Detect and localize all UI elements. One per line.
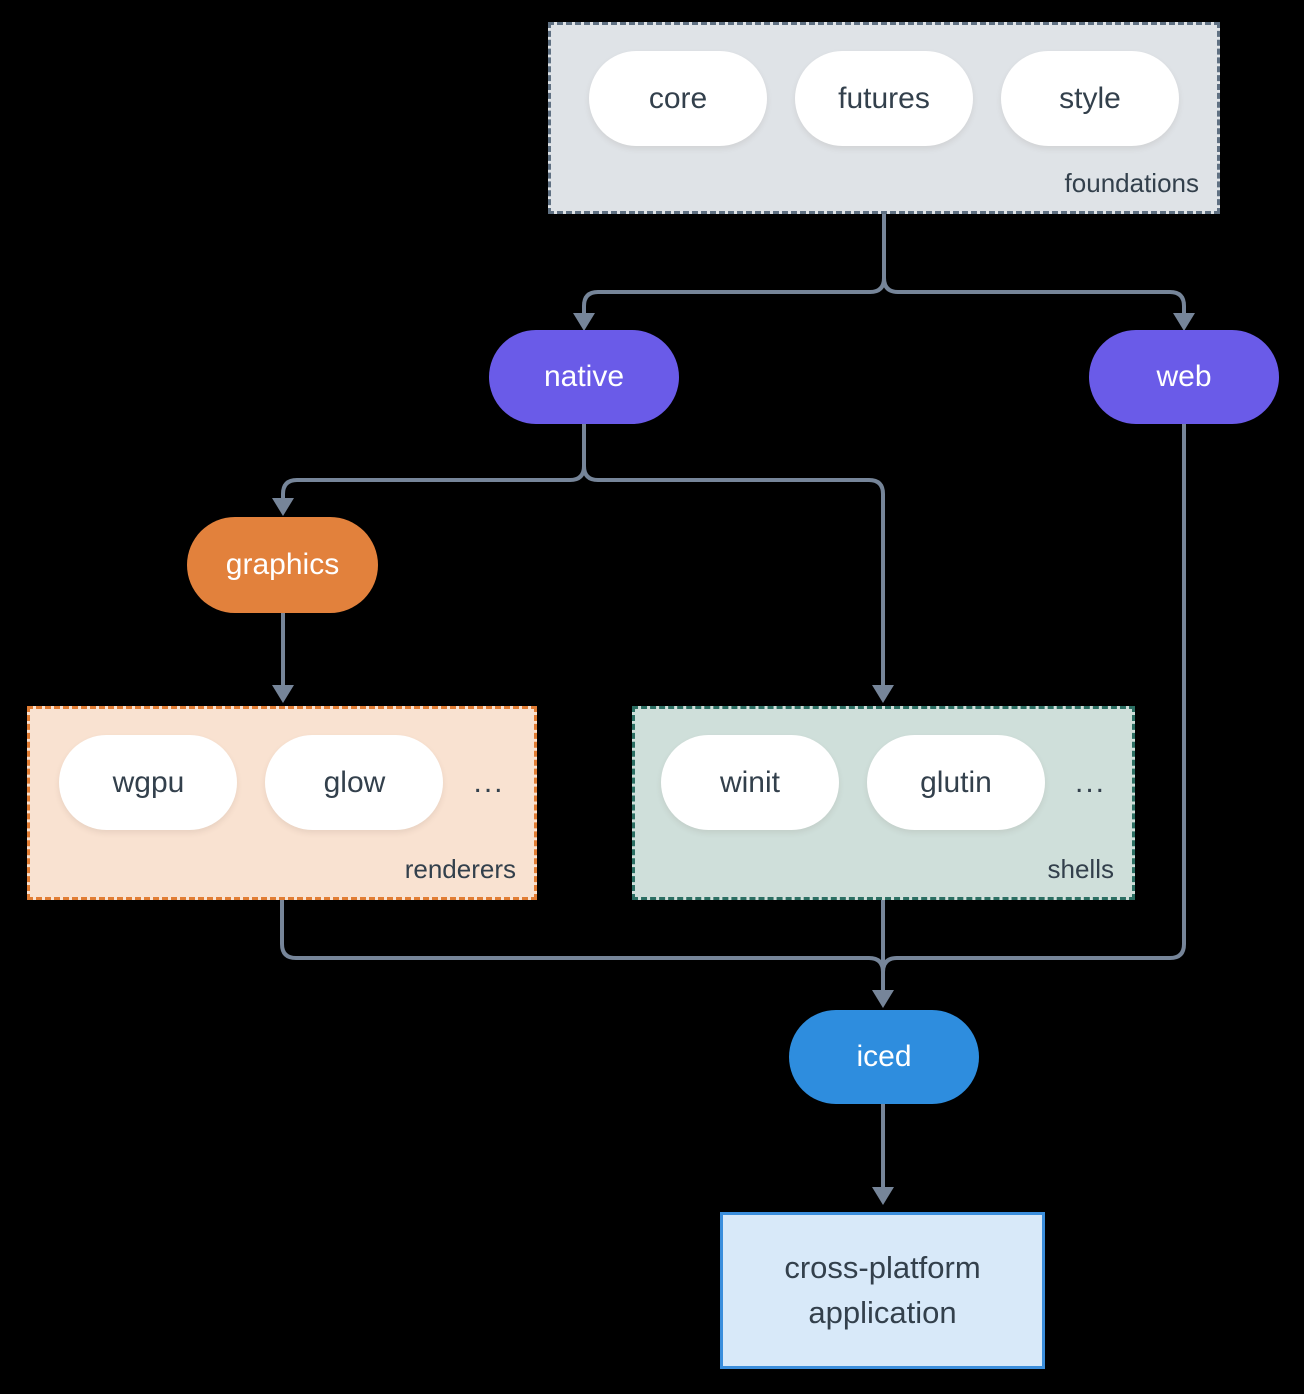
arrowhead-app — [872, 1187, 894, 1205]
arrowhead-renderers — [272, 685, 294, 703]
edge-native-graphics — [281, 424, 586, 500]
edge-foundations-native — [582, 214, 886, 315]
renderers-label: renderers — [404, 854, 516, 884]
edge-renderers-iced — [280, 900, 885, 992]
foundations-label: foundations — [1064, 168, 1199, 198]
edge-foundations-web — [882, 214, 1186, 315]
pill-glow: glow — [265, 735, 444, 830]
arrowhead-native — [573, 313, 595, 331]
node-native: native — [489, 330, 679, 424]
node-web: web — [1089, 330, 1279, 424]
node-graphics: graphics — [187, 517, 378, 613]
shells-ellipsis: ... — [1074, 765, 1106, 799]
cross-platform-application-box: cross-platform application — [720, 1212, 1045, 1369]
pill-wgpu: wgpu — [59, 735, 238, 830]
renderers-pill-row: wgpu glow ... — [30, 735, 534, 830]
shells-pill-row: winit glutin ... — [635, 735, 1132, 830]
renderers-group: wgpu glow ... renderers — [27, 706, 537, 900]
renderers-ellipsis: ... — [473, 765, 505, 799]
shells-label: shells — [1047, 854, 1114, 884]
arrowhead-graphics — [272, 498, 294, 516]
foundations-group: core futures style foundations — [548, 22, 1220, 214]
pill-core: core — [589, 51, 767, 146]
pill-futures: futures — [795, 51, 973, 146]
foundations-pill-row: core futures style — [551, 51, 1217, 146]
pill-winit: winit — [660, 735, 839, 830]
arrowhead-iced — [872, 990, 894, 1008]
shells-group: winit glutin ... shells — [632, 706, 1135, 900]
pill-style: style — [1001, 51, 1179, 146]
node-iced: iced — [789, 1010, 979, 1104]
arrowhead-shells — [872, 685, 894, 703]
app-label-line2: application — [808, 1294, 957, 1330]
edge-native-shells — [582, 424, 885, 687]
app-label-line1: cross-platform — [784, 1249, 981, 1285]
pill-glutin: glutin — [866, 735, 1045, 830]
arrowhead-web — [1173, 313, 1195, 331]
